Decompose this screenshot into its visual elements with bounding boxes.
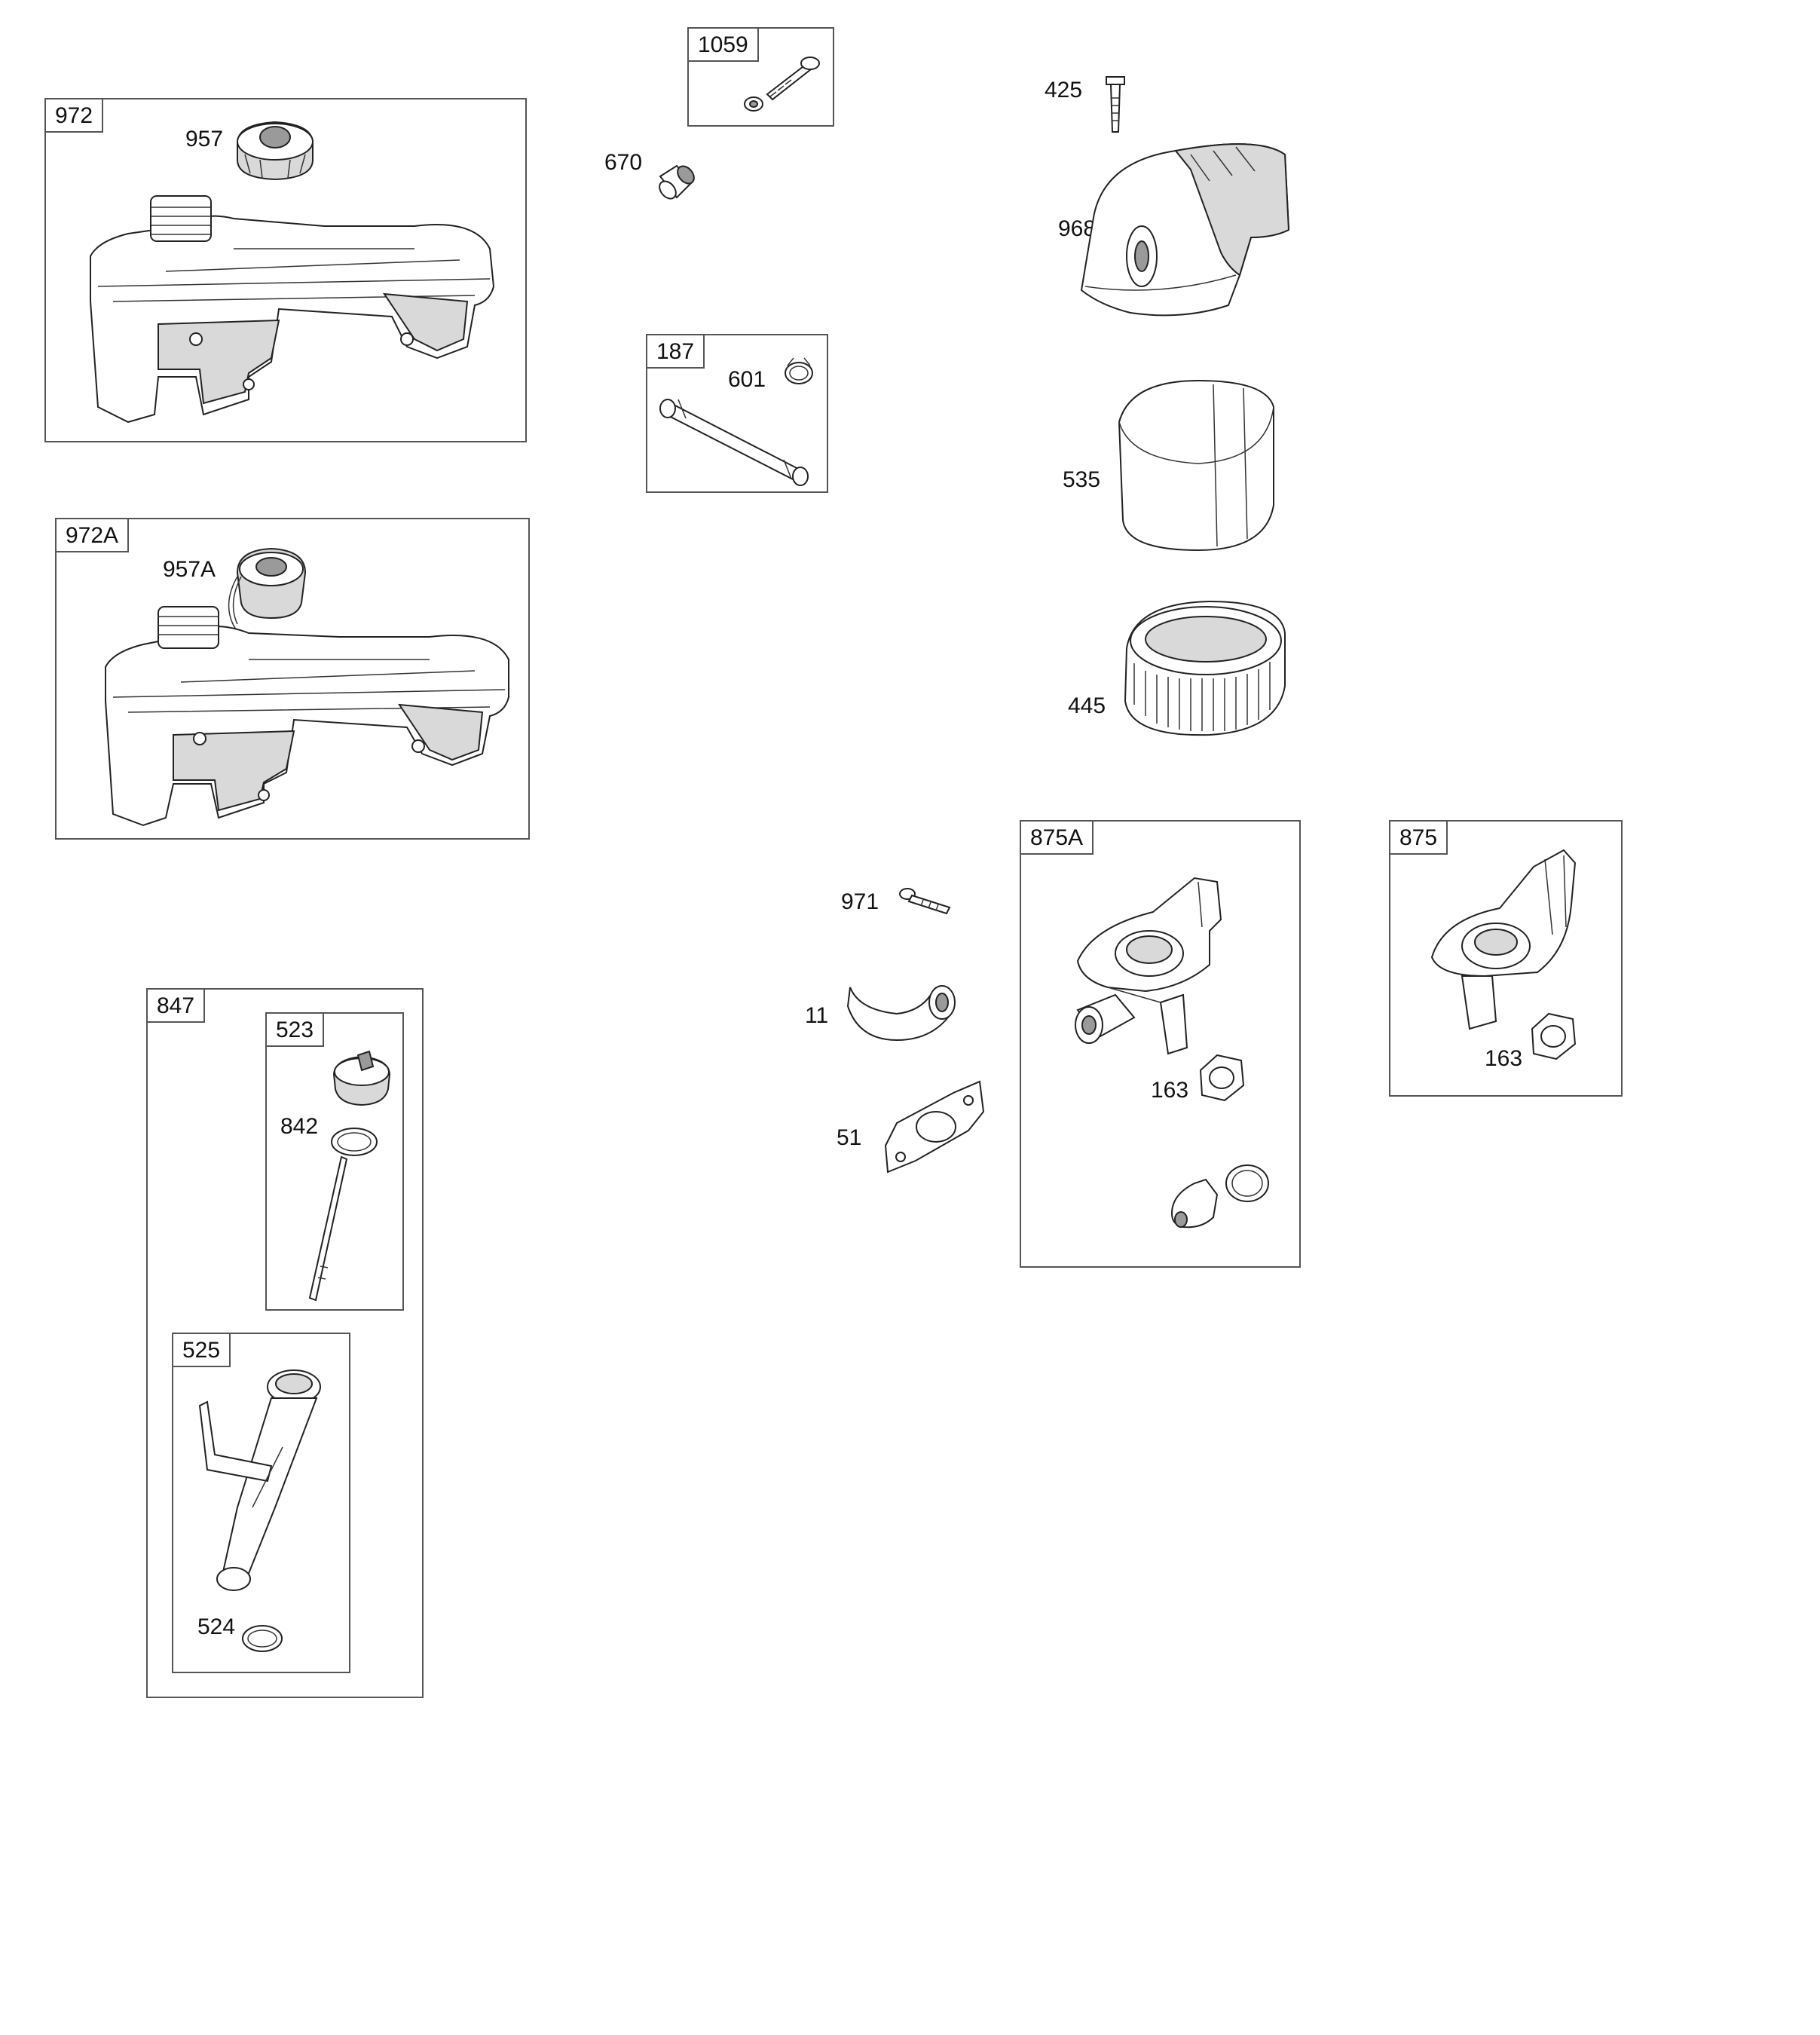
elbow-11-icon [844, 965, 965, 1048]
gasket-163-b-icon [1526, 1010, 1579, 1063]
air-cleaner-cover-968-icon [1070, 124, 1304, 350]
label-524: 524 [197, 1614, 236, 1639]
box-525-tag: 525 [173, 1334, 231, 1367]
box-187: 187 [646, 334, 828, 493]
clamp-601-icon [780, 354, 818, 392]
pre-cleaner-535-icon [1115, 377, 1281, 558]
box-875a-tag: 875A [1021, 822, 1094, 855]
label-971: 971 [841, 889, 879, 914]
box-972a: 972A [55, 518, 530, 840]
air-cleaner-base-875a-icon [1063, 867, 1243, 1085]
box-875: 875 [1389, 820, 1623, 1097]
box-523-tag: 523 [267, 1014, 325, 1047]
box-972-tag: 972 [46, 99, 104, 133]
label-968: 968 [1058, 216, 1097, 241]
air-cleaner-base-875-icon [1424, 844, 1590, 1048]
label-601: 601 [728, 367, 766, 392]
label-11: 11 [805, 1003, 829, 1028]
fuel-tank-972-icon [83, 196, 505, 422]
box-525: 525 [172, 1333, 350, 1673]
box-187-tag: 187 [647, 335, 705, 369]
spacer-670-icon [654, 160, 699, 205]
box-875a: 875A [1020, 820, 1301, 1268]
fuel-line-187-icon [656, 388, 829, 494]
label-535: 535 [1063, 467, 1101, 492]
box-972: 972 [44, 98, 527, 442]
screw-1059-icon [739, 53, 829, 121]
screw-971-icon [897, 882, 957, 920]
o-ring-842-icon [328, 1123, 381, 1161]
box-847: 847 [146, 988, 424, 1698]
box-875-tag: 875 [1390, 822, 1448, 855]
bolt-425-icon [1102, 68, 1129, 143]
box-1059-tag: 1059 [689, 29, 759, 62]
box-847-tag: 847 [148, 990, 206, 1023]
o-ring-524-icon [240, 1622, 285, 1656]
label-163-a: 163 [1151, 1078, 1189, 1103]
label-51: 51 [837, 1125, 862, 1150]
label-957a: 957A [163, 557, 216, 582]
label-957: 957 [185, 127, 224, 151]
label-425: 425 [1045, 78, 1083, 103]
fuel-cap-957-icon [234, 113, 317, 181]
dipstick-cap-icon [328, 1048, 396, 1108]
label-842: 842 [280, 1114, 319, 1139]
adapter-clamp-icon [1164, 1153, 1277, 1236]
box-1059: 1059 [687, 27, 834, 127]
fuel-cap-957a-icon [219, 543, 309, 641]
label-163-b: 163 [1485, 1046, 1523, 1071]
label-670: 670 [604, 150, 643, 175]
box-523: 523 [265, 1012, 404, 1311]
box-972a-tag: 972A [57, 519, 130, 552]
oil-fill-tube-525-icon [192, 1357, 335, 1605]
air-filter-445-icon [1119, 595, 1292, 746]
gasket-163-a-icon [1194, 1051, 1247, 1104]
dipstick-523-icon [305, 1153, 350, 1304]
fuel-tank-972a-icon [98, 603, 520, 829]
gasket-51-icon [882, 1078, 987, 1176]
label-445: 445 [1068, 693, 1106, 718]
